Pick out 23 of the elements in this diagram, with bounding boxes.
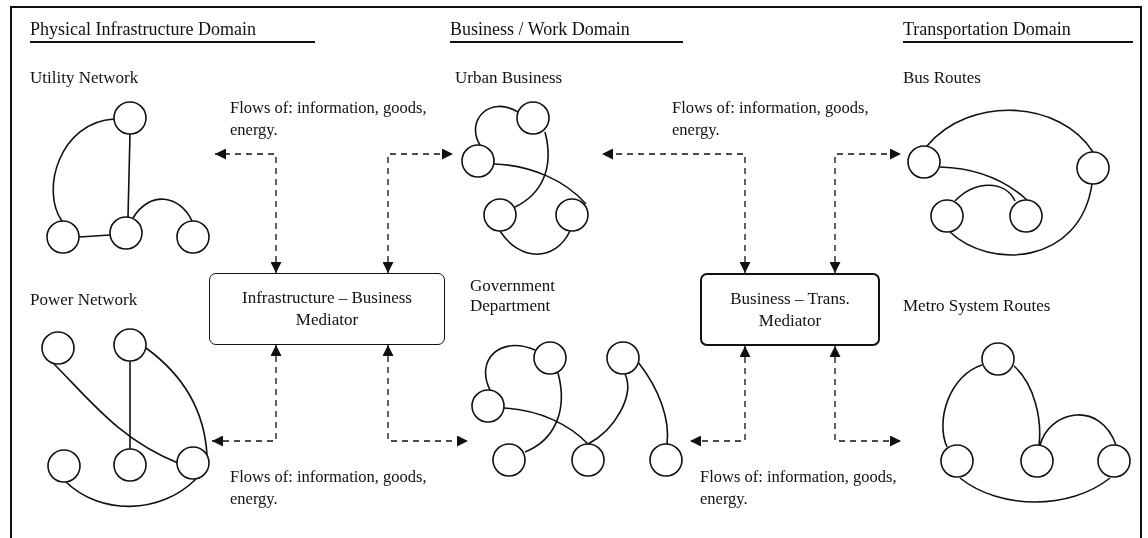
dashed-arrow bbox=[689, 345, 751, 447]
network-title: Government Department bbox=[470, 276, 556, 316]
dashed-arrow bbox=[829, 148, 902, 274]
domain-heading: Physical Infrastructure Domain bbox=[30, 18, 315, 43]
dashed-arrow bbox=[601, 148, 751, 274]
dashed-arrow bbox=[829, 345, 902, 447]
flow-note: Flows of: information, goods, energy. bbox=[672, 97, 870, 141]
domain-heading: Transportation Domain bbox=[903, 18, 1133, 43]
network-title: Bus Routes bbox=[903, 68, 982, 88]
dashed-arrow bbox=[382, 344, 469, 447]
network-title: Urban Business bbox=[455, 68, 564, 88]
network-title: Power Network bbox=[30, 290, 139, 310]
dashed-arrow bbox=[382, 148, 454, 274]
network-title: Utility Network bbox=[30, 68, 140, 88]
flow-note: Flows of: information, goods, energy. bbox=[230, 97, 428, 141]
dashed-arrow bbox=[214, 148, 282, 274]
mediator-box: Business – Trans. Mediator bbox=[700, 273, 880, 346]
flow-note: Flows of: information, goods, energy. bbox=[700, 466, 898, 510]
flow-note: Flows of: information, goods, energy. bbox=[230, 466, 428, 510]
domain-heading: Business / Work Domain bbox=[450, 18, 683, 43]
mediator-box: Infrastructure – Business Mediator bbox=[209, 273, 445, 345]
dashed-arrow bbox=[211, 344, 282, 447]
network-title: Metro System Routes bbox=[903, 296, 1052, 316]
